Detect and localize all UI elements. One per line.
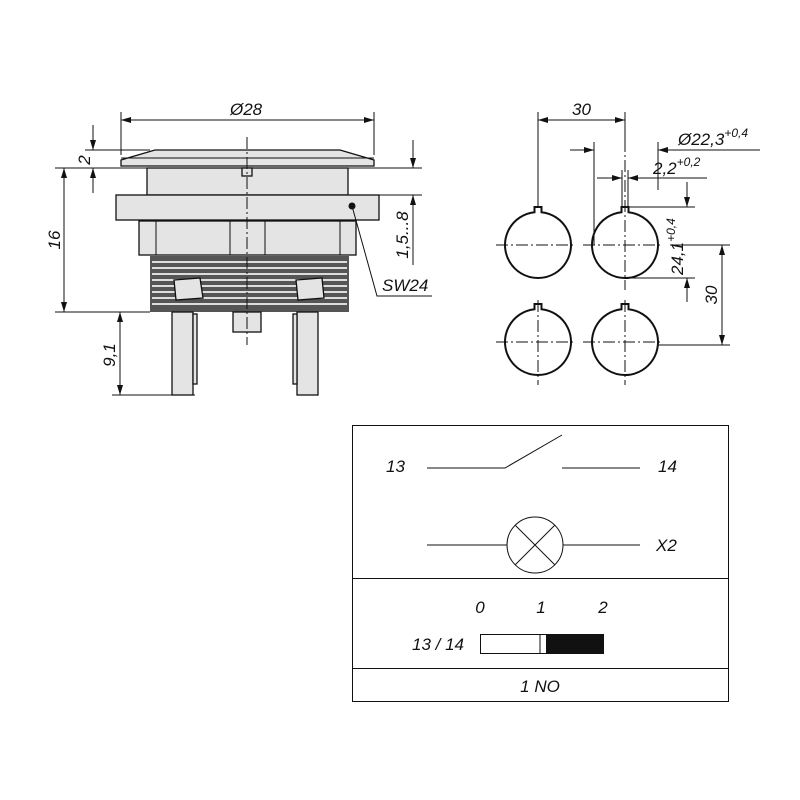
wrench-size-label: SW24 xyxy=(382,276,428,295)
dim-body-height: 16 xyxy=(45,230,64,249)
contact-label: 13 / 14 xyxy=(412,635,464,654)
terminal-14-label: 14 xyxy=(658,457,677,476)
contact-type: 1 NO xyxy=(520,677,560,696)
dim-diameter: Ø28 xyxy=(229,100,263,119)
dim-key-width: 2,2+0,2 xyxy=(652,155,701,178)
position-0: 0 xyxy=(475,598,485,617)
thread xyxy=(150,256,349,312)
dim-panel-thickness: 1,5...8 xyxy=(393,211,412,259)
switch-symbol xyxy=(427,434,640,469)
terminal-pin-right xyxy=(296,311,319,396)
side-view: Ø28 2 16 9,1 1,5...8 SW24 xyxy=(45,100,432,396)
dim-spacing-h: 30 xyxy=(572,100,591,119)
dim-pin-length: 9,1 xyxy=(100,343,119,367)
cutout-hole xyxy=(591,303,659,377)
position-1: 1 xyxy=(536,598,545,617)
dim-key-depth: 24,1+0,4 xyxy=(664,218,687,276)
terminal-13-label: 13 xyxy=(386,457,405,476)
terminal-pin-left xyxy=(171,311,194,396)
dim-cap-height: 2 xyxy=(75,155,94,166)
panel-cutout: 30 Ø22,3+0,4 2,2+0,2 24,1+0,4 30 xyxy=(496,100,760,385)
switching-diagram-bar xyxy=(480,634,604,654)
position-2: 2 xyxy=(597,598,608,617)
lamp-terminal-label: X2 xyxy=(655,536,677,555)
cutout-hole xyxy=(504,303,572,377)
wiring-schematic: 13 14 X2 0 1 2 13 / 14 1 NO xyxy=(352,425,729,702)
cutout-hole xyxy=(504,206,572,280)
cutout-hole xyxy=(591,206,659,280)
dim-spacing-v: 30 xyxy=(702,285,721,304)
lamp-icon xyxy=(427,516,640,574)
dim-hole-diameter: Ø22,3+0,4 xyxy=(677,126,748,149)
